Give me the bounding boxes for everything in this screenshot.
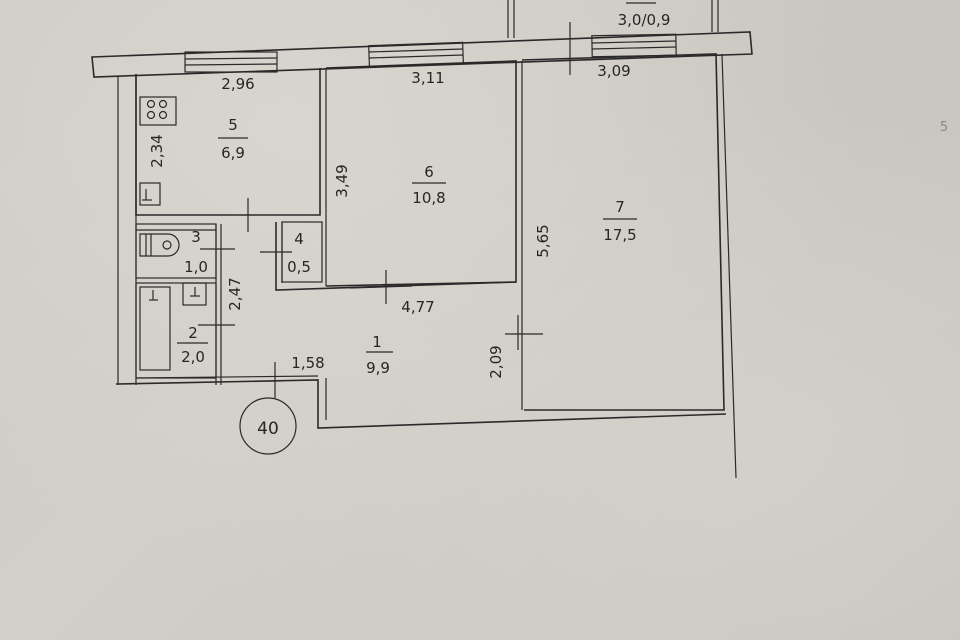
balcony — [507, 0, 719, 38]
room-label-6: 6 10,8 — [412, 163, 446, 207]
room-6 — [325, 60, 523, 410]
washbasin-icon — [182, 282, 207, 306]
room-label-5: 5 6,9 — [218, 116, 248, 162]
dim-room6-width: 3,11 — [411, 69, 444, 87]
svg-text:2: 2 — [188, 324, 198, 342]
svg-text:7: 7 — [615, 198, 625, 216]
room-7 — [521, 53, 737, 479]
dim-room7-width: 3,09 — [597, 62, 630, 80]
room-label-3: 3 1,0 — [184, 228, 208, 276]
svg-text:3: 3 — [191, 228, 201, 246]
toilet-icon — [139, 233, 180, 257]
room-label-1: 1 9,9 — [366, 333, 393, 377]
room-label-4: 4 0,5 — [287, 230, 311, 276]
room-5-kitchen — [135, 68, 327, 286]
room-label-2: 2 2,0 — [177, 324, 208, 366]
svg-text:2,0: 2,0 — [181, 348, 205, 366]
faint-print-mark: 5 — [940, 120, 948, 135]
dim-kitchen-width: 2,96 — [221, 75, 254, 93]
svg-text:6,9: 6,9 — [221, 144, 245, 162]
svg-text:1,0: 1,0 — [184, 258, 208, 276]
dim-hall-width: 2,09 — [487, 345, 505, 378]
apartment-number-badge: 40 — [239, 397, 297, 455]
svg-text:9,9: 9,9 — [366, 359, 390, 377]
svg-text:0,5: 0,5 — [287, 258, 311, 276]
dim-room6-depth: 3,49 — [333, 164, 351, 197]
window-room-7 — [591, 33, 677, 58]
sink-icon — [139, 182, 161, 206]
svg-text:4: 4 — [294, 230, 304, 248]
svg-text:6: 6 — [424, 163, 434, 181]
svg-text:10,8: 10,8 — [412, 189, 445, 207]
svg-text:1: 1 — [372, 333, 382, 351]
room-3-toilet — [135, 223, 235, 385]
dim-hall-length: 4,77 — [401, 298, 434, 316]
dim-kitchen-depth: 2,34 — [148, 134, 166, 167]
stove-icon — [146, 99, 168, 120]
balcony-label: 3,0/0,9 — [618, 11, 671, 29]
dim-entry-width: 1,58 — [291, 354, 324, 372]
room-1-hallway — [115, 362, 727, 429]
bathtub-icon — [139, 286, 171, 371]
dim-corridor-length: 2,47 — [226, 277, 244, 310]
window-kitchen — [184, 51, 278, 73]
svg-text:17,5: 17,5 — [603, 226, 636, 244]
svg-text:5: 5 — [228, 116, 238, 134]
room-4-closet — [260, 221, 517, 291]
apartment-number: 40 — [257, 419, 279, 439]
dim-room7-depth: 5,65 — [534, 224, 552, 257]
room-label-7: 7 17,5 — [603, 198, 637, 244]
